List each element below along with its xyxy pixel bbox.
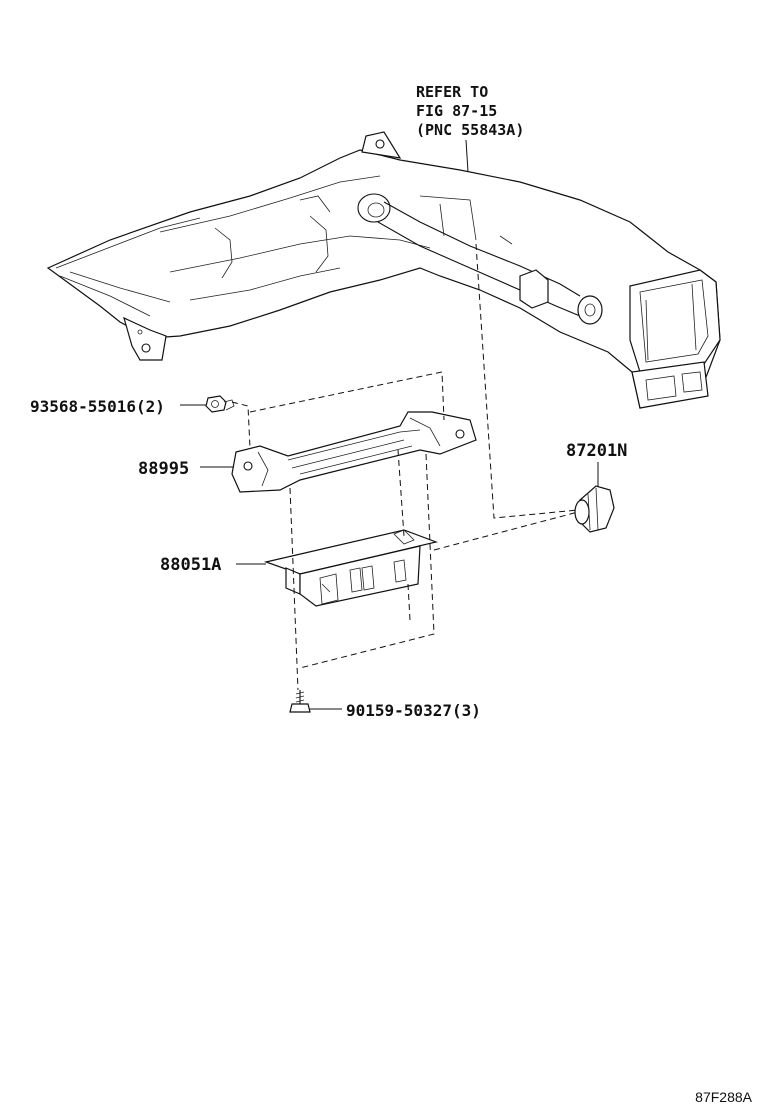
callout-nut: 93568-55016(2) (30, 397, 165, 416)
callout-bracket: 88995 (138, 459, 189, 479)
figure-code: 87F288A (695, 1089, 752, 1105)
air-duct (46, 131, 721, 409)
grommet-part (574, 485, 615, 533)
amplifier-part (263, 529, 439, 607)
refer-line-3: (PNC 55843A) (416, 121, 524, 139)
bracket-part (231, 411, 477, 493)
callout-grommet: 87201N (566, 441, 627, 461)
nut-part (205, 395, 235, 413)
callout-amplifier: 88051A (160, 555, 221, 575)
refer-note: REFER TO FIG 87-15 (PNC 55843A) (416, 83, 524, 173)
refer-line-2: FIG 87-15 (416, 102, 497, 120)
assembly-lines (231, 243, 579, 691)
screw-part (289, 690, 311, 713)
refer-line-1: REFER TO (416, 83, 488, 101)
callout-screw: 90159-50327(3) (346, 701, 481, 720)
